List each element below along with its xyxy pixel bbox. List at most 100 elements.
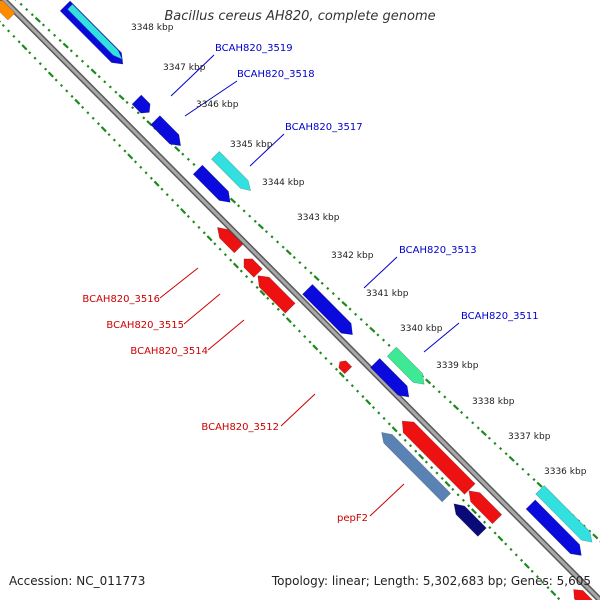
tick-dot xyxy=(361,395,365,399)
label-leaders xyxy=(159,54,460,517)
tick-dot xyxy=(292,255,296,260)
tick-dot xyxy=(86,111,90,115)
tick-dot xyxy=(34,16,41,23)
tick-dot xyxy=(176,204,180,208)
tick-dot xyxy=(356,389,360,393)
tick-dot xyxy=(114,90,118,94)
tick-dot xyxy=(381,338,386,342)
gene-arrow xyxy=(338,360,353,375)
tick-dot xyxy=(303,335,307,339)
tick-dot xyxy=(47,71,54,78)
tick-dot xyxy=(432,385,436,389)
gene-label: BCAH820_3515 xyxy=(106,320,184,331)
tick-dot xyxy=(341,300,348,307)
tick-dot xyxy=(139,165,143,169)
gene-label: BCAH820_3518 xyxy=(237,69,315,80)
gene-arrow xyxy=(67,3,123,60)
tick-dot xyxy=(165,193,169,197)
tick-dot xyxy=(424,460,428,464)
tick-dot xyxy=(526,472,530,476)
tick-dot xyxy=(80,59,85,63)
tick-dot xyxy=(108,85,112,89)
tick-dot xyxy=(443,395,447,399)
label-leader-line xyxy=(170,54,215,97)
tick-dot xyxy=(266,296,270,300)
tick-dot xyxy=(521,467,525,471)
gene-arrow xyxy=(192,164,231,203)
tick-dot xyxy=(264,230,268,234)
tick-dot xyxy=(41,23,46,27)
tick-dot xyxy=(365,398,372,406)
gene-labels: BCAH820_3519BCAH820_3518BCAH820_3517BCAH… xyxy=(82,43,538,524)
tick-dot xyxy=(186,157,190,161)
tick-dot xyxy=(144,171,148,175)
tick-dot xyxy=(160,187,164,191)
tick-dot xyxy=(197,225,201,229)
tick-label: 3344 kbp xyxy=(262,178,305,188)
tick-dot xyxy=(276,307,280,311)
tick-dot xyxy=(350,384,354,388)
tick-dot xyxy=(232,262,240,269)
label-leader-line xyxy=(184,80,238,117)
tick-dot xyxy=(476,426,480,430)
tick-dot xyxy=(75,54,79,58)
tick-dot xyxy=(483,520,487,524)
gene-label: BCAH820_3511 xyxy=(461,311,539,322)
gene-arrow xyxy=(302,283,353,336)
gene-label: BCAH820_3513 xyxy=(399,245,477,256)
tick-dot xyxy=(28,51,32,55)
tick-dot xyxy=(133,160,138,164)
tick-dot xyxy=(70,94,74,98)
tick-dot xyxy=(53,33,57,37)
tick-dot xyxy=(58,38,62,43)
tick-dot xyxy=(430,466,434,470)
tick-dot xyxy=(414,449,418,453)
label-leader-line xyxy=(280,393,316,427)
tick-dot xyxy=(338,371,345,378)
tick-label: 3337 kbp xyxy=(508,432,551,442)
tick-dot xyxy=(90,68,97,75)
tick-dot xyxy=(418,453,425,460)
gene-arrow xyxy=(535,485,593,543)
gene-label: BCAH820_3514 xyxy=(130,346,208,357)
tick-dot xyxy=(136,111,140,115)
tick-dot xyxy=(192,220,196,224)
tick-dot xyxy=(91,116,95,120)
tick-dot xyxy=(54,78,58,82)
tick-dot xyxy=(180,207,187,215)
tick-dot xyxy=(504,452,508,456)
tick-dot xyxy=(520,558,524,562)
label-leader-line xyxy=(159,267,199,299)
tick-dot xyxy=(424,378,432,385)
tick-dot xyxy=(456,493,460,497)
tick-label: 3348 kbp xyxy=(131,23,174,33)
tick-dot xyxy=(100,126,107,133)
tick-dot xyxy=(62,42,69,49)
tick-dot xyxy=(359,317,363,321)
tick-dot xyxy=(123,149,127,153)
tick-dot xyxy=(391,426,398,433)
tick-dot xyxy=(202,231,206,235)
tick-dot xyxy=(523,562,530,569)
tick-dot xyxy=(312,344,319,351)
tick-dot xyxy=(297,329,302,333)
tick-dot xyxy=(408,444,413,448)
tick-dot xyxy=(487,436,491,440)
tick-dot xyxy=(387,422,391,426)
tick-dot xyxy=(365,323,369,327)
tick-dot xyxy=(435,471,439,475)
tick-dot xyxy=(270,235,274,239)
tick-dot xyxy=(382,416,386,420)
tick-dot xyxy=(541,580,545,584)
tick-dot xyxy=(467,504,471,508)
gene-arrow xyxy=(386,346,425,385)
genome-summary: Topology: linear; Length: 5,302,683 bp; … xyxy=(271,574,591,588)
tick-dot xyxy=(369,326,376,333)
tick-dot xyxy=(127,153,134,160)
tick-dot xyxy=(38,62,42,66)
tick-dot xyxy=(285,249,292,256)
tick-dot xyxy=(493,531,497,535)
gene-arrow xyxy=(243,258,263,278)
tick-dot xyxy=(592,533,599,540)
